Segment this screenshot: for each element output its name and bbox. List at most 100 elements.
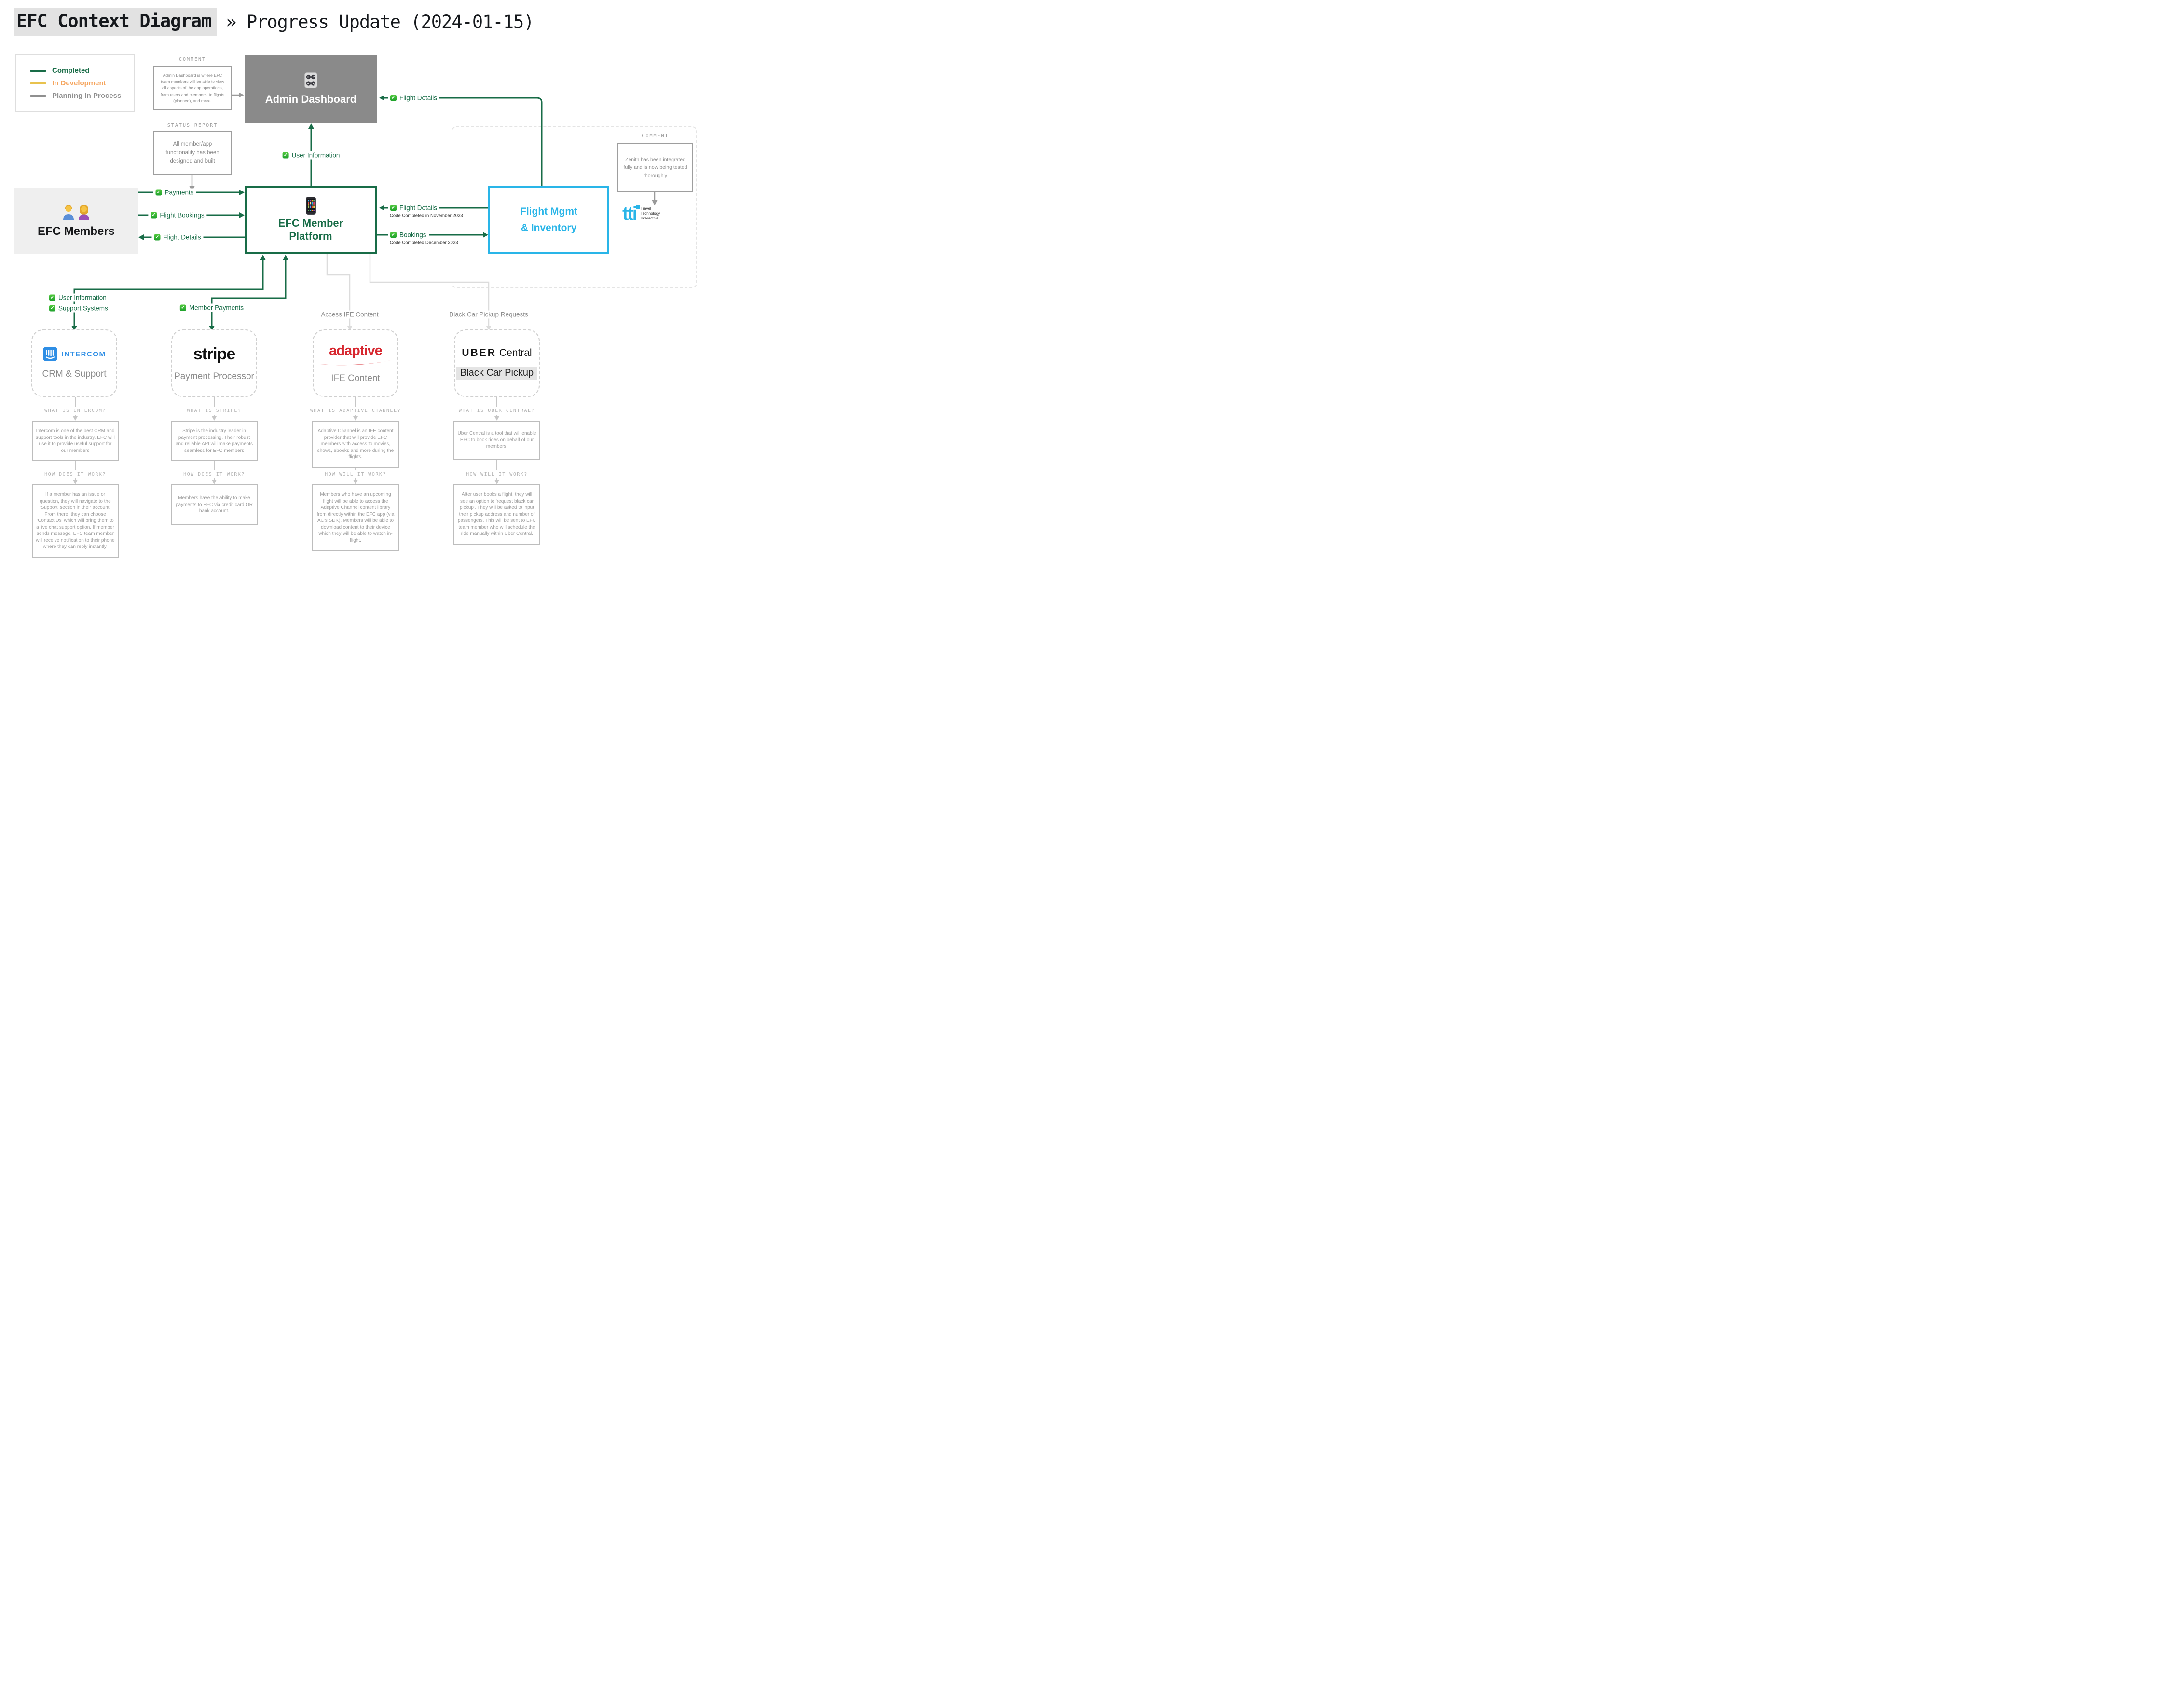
intercom-how-box[interactable]: If a member has an issue or question, th…	[32, 484, 119, 558]
in-development-line-swatch	[30, 82, 46, 84]
intercom-what-is-header: WHAT IS INTERCOM?	[44, 408, 106, 413]
check-icon: ✓	[390, 95, 397, 101]
admin-comment-text: Admin Dashboard is where EFC team member…	[160, 72, 225, 103]
uber-what-is-header: WHAT IS UBER CENTRAL?	[459, 408, 535, 413]
uber-how-header: HOW WILL IT WORK?	[466, 472, 528, 477]
arrowhead	[212, 480, 217, 484]
uber-subtitle: Black Car Pickup	[456, 366, 538, 380]
intercom-how-text: If a member has an issue or question, th…	[36, 492, 115, 549]
tti-caption-line2: Technology	[640, 211, 660, 216]
adaptive-what-is-text: Adaptive Channel is an IFE content provi…	[317, 428, 394, 460]
efc-members-node[interactable]: EFC Members	[14, 188, 138, 254]
stripe-what-is-box[interactable]: Stripe is the industry leader in payment…	[171, 421, 258, 461]
partner-card-intercom[interactable]: INTERCOM CRM & Support	[31, 329, 117, 397]
check-icon: ✓	[282, 152, 289, 159]
intercom-subtitle: CRM & Support	[42, 369, 107, 379]
legend-item-completed: Completed	[30, 67, 134, 75]
uber-what-is-box[interactable]: Uber Central is a tool that will enable …	[453, 421, 540, 460]
flow-black-car-label: Black Car Pickup Requests	[446, 310, 531, 319]
arrowhead	[379, 205, 384, 211]
admin-comment-label: COMMENT	[178, 57, 206, 62]
arrowhead	[260, 255, 266, 260]
arrowhead	[353, 480, 358, 484]
arrowhead	[138, 234, 144, 240]
check-icon: ✓	[49, 294, 55, 301]
page-title: EFC Context Diagram » Progress Update (2…	[14, 8, 534, 36]
legend-in-development-label: In Development	[52, 79, 106, 87]
partner-card-adaptive[interactable]: adaptive IFE Content	[313, 329, 398, 397]
admin-dashboard-node[interactable]: Admin Dashboard	[245, 55, 377, 123]
admin-comment-box[interactable]: Admin Dashboard is where EFC team member…	[153, 66, 232, 110]
arrowhead	[308, 123, 314, 129]
flow-user-information-label: ✓User Information	[280, 151, 343, 160]
arrowhead	[209, 326, 215, 331]
flight-mgmt-title-line2: & Inventory	[521, 222, 577, 233]
check-icon: ✓	[155, 189, 162, 196]
flow-support-systems-label: ✓Support Systems	[47, 304, 110, 313]
flow-payments-label: ✓Payments	[153, 188, 196, 197]
flow-user-information-down-label: ✓User Information	[47, 293, 109, 302]
title-highlight: EFC Context Diagram	[14, 8, 218, 36]
platform-title-line2: Platform	[289, 230, 332, 242]
adaptive-what-is-box[interactable]: Adaptive Channel is an IFE content provi…	[312, 421, 399, 468]
flow-member-payments-text: Member Payments	[189, 304, 244, 312]
check-icon: ✓	[179, 304, 186, 311]
arrowhead	[239, 212, 245, 218]
mobile-phone-icon	[305, 196, 316, 215]
intercom-what-is-box[interactable]: Intercom is one of the best CRM and supp…	[32, 421, 119, 461]
uber-wordmark-rest: Central	[499, 347, 532, 358]
flow-user-info-support-line	[73, 260, 264, 326]
adaptive-how-header: HOW WILL IT WORK?	[325, 472, 386, 477]
adaptive-how-box[interactable]: Members who have an upcoming flight will…	[312, 484, 399, 551]
flow-flight-details-top-text: Flight Details	[399, 94, 438, 102]
admin-dashboard-title: Admin Dashboard	[265, 93, 357, 105]
flow-flight-details-left-text: Flight Details	[163, 233, 201, 241]
flight-mgmt-node[interactable]: Flight Mgmt & Inventory	[488, 186, 609, 254]
flow-access-ife-label: Access IFE Content	[318, 310, 382, 319]
adaptive-how-text: Members who have an upcoming flight will…	[316, 492, 395, 543]
efc-member-platform-node[interactable]: EFC Member Platform	[245, 186, 377, 254]
stripe-how-box[interactable]: Members have the ability to make payment…	[171, 484, 258, 525]
tti-wordmark: tti	[622, 204, 640, 223]
stripe-subtitle: Payment Processor	[174, 371, 254, 382]
flow-bookings-text: Bookings	[399, 231, 426, 239]
intercom-how-header: HOW DOES IT WORK?	[44, 472, 106, 477]
platform-title-line1: EFC Member	[278, 217, 343, 229]
zenith-comment-text: Zenith has been integrated fully and is …	[623, 157, 687, 178]
efc-members-title: EFC Members	[37, 224, 115, 238]
flow-bookings-note: Code Completed December 2023	[390, 240, 458, 246]
tti-logo[interactable]: tti Travel Technology Interactive	[622, 204, 660, 223]
flow-member-payments-line	[211, 260, 287, 326]
stripe-how-text: Members have the ability to make payment…	[175, 495, 253, 514]
flow-support-systems-text: Support Systems	[58, 304, 108, 312]
uber-what-is-text: Uber Central is a tool that will enable …	[457, 431, 536, 449]
legend[interactable]: Completed In Development Planning In Pro…	[15, 54, 135, 112]
title-subtitle: » Progress Update (2024-01-15)	[226, 12, 534, 32]
uber-how-box[interactable]: After user books a flight, they will see…	[453, 484, 540, 545]
legend-planning-label: Planning In Process	[52, 92, 122, 100]
flow-flight-details-top-label: ✓Flight Details	[388, 94, 440, 102]
check-icon: ✓	[151, 212, 157, 219]
adaptive-what-is-header: WHAT IS ADAPTIVE CHANNEL?	[310, 408, 401, 413]
zenith-comment-box[interactable]: Zenith has been integrated fully and is …	[617, 143, 693, 192]
arrowhead	[347, 326, 353, 331]
status-report-text: All member/app functionality has been de…	[165, 141, 219, 164]
flow-bookings-label: ✓Bookings	[388, 231, 429, 239]
flow-access-ife-line	[326, 254, 351, 326]
flow-user-information-text: User Information	[291, 151, 340, 159]
uber-wordmark-bold: UBER	[462, 347, 496, 358]
arrowhead	[494, 480, 499, 484]
partner-card-stripe[interactable]: stripe Payment Processor	[171, 329, 257, 397]
arrowhead	[379, 95, 384, 101]
flow-member-payments-label: ✓Member Payments	[177, 303, 247, 312]
tti-caption: Travel Technology Interactive	[641, 206, 660, 221]
intercom-logo: INTERCOM	[42, 347, 106, 361]
arrowhead	[483, 232, 488, 238]
flow-black-car-line	[369, 254, 490, 326]
flow-user-information-down-text: User Information	[58, 294, 107, 301]
status-report-box[interactable]: All member/app functionality has been de…	[153, 131, 232, 175]
legend-item-in-development: In Development	[30, 79, 134, 87]
stripe-wordmark: stripe	[193, 344, 236, 363]
